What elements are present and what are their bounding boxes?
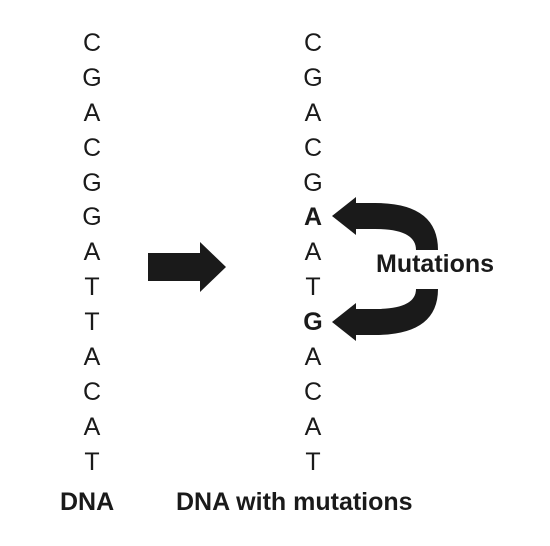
right-arrow-icon xyxy=(148,242,226,292)
mutations-label: Mutations xyxy=(376,250,495,278)
mutated-dna-base-9: A xyxy=(304,343,322,372)
dna-base-12: T xyxy=(84,447,100,476)
mutated-dna-base-12: T xyxy=(305,447,321,476)
dna-base-4: G xyxy=(82,168,102,197)
dna-base-5: G xyxy=(82,203,102,232)
dna-base-8: T xyxy=(84,308,100,337)
mutated-dna-base-11: A xyxy=(304,412,322,441)
mutated-dna-base-1: G xyxy=(303,63,323,92)
mutated-dna-base-0: C xyxy=(303,29,323,57)
dna-caption: DNA xyxy=(60,488,115,516)
mutated-dna-base-2: A xyxy=(304,98,322,127)
dna-base-7: T xyxy=(84,273,100,302)
mutated-dna-base-3: C xyxy=(303,133,323,162)
mutated-dna-base-6: A xyxy=(304,238,322,267)
curved-arrow-bottom-icon xyxy=(351,289,438,335)
arrowhead-bottom-icon xyxy=(332,303,356,341)
dna-base-1: G xyxy=(82,63,102,92)
dna-base-6: A xyxy=(83,238,101,267)
arrowhead-top-icon xyxy=(332,197,356,235)
mutated-dna-base-4: G xyxy=(303,168,323,197)
mutated-dna-base-10: C xyxy=(303,377,323,406)
mutated-dna-base-5: A xyxy=(303,203,323,232)
dna-base-9: A xyxy=(83,343,101,372)
mutated-dna-caption: DNA with mutations xyxy=(176,488,413,516)
curved-arrow-top-icon xyxy=(351,203,438,250)
dna-base-2: A xyxy=(83,98,101,127)
dna-base-3: C xyxy=(82,133,102,162)
dna-base-10: C xyxy=(82,377,102,406)
dna-base-11: A xyxy=(83,412,101,441)
mutated-dna-base-8: G xyxy=(303,308,323,337)
dna-base-0: C xyxy=(82,29,102,57)
mutated-dna-base-7: T xyxy=(305,273,321,302)
